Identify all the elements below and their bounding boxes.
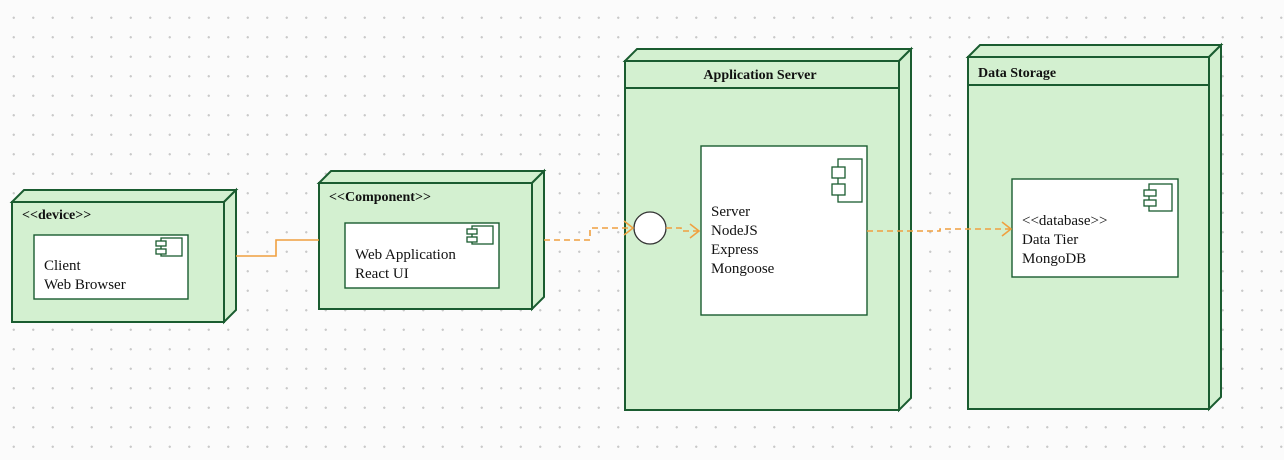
web-app-line-2: React UI	[355, 266, 409, 282]
database-line-3: MongoDB	[1022, 251, 1086, 267]
client-line-2: Web Browser	[44, 277, 126, 293]
application-server-node[interactable]: Application Server Server NodeJS Express…	[622, 46, 914, 413]
server-line-2: NodeJS	[711, 223, 758, 239]
server-component[interactable]: Server NodeJS Express Mongoose	[700, 145, 868, 316]
data-storage-side	[1208, 42, 1222, 412]
server-to-database-connector[interactable]	[867, 221, 1013, 237]
database-line-2: Data Tier	[1022, 232, 1078, 248]
arrow-head	[1001, 221, 1013, 237]
server-line-4: Mongoose	[711, 261, 775, 277]
component-icon	[155, 237, 183, 257]
arrow-head	[689, 223, 701, 239]
device-node-top	[9, 189, 239, 203]
provided-interface[interactable]	[633, 211, 667, 245]
component-icon	[831, 158, 863, 203]
database-line-1: <<database>>	[1022, 213, 1107, 229]
server-line-3: Express	[711, 242, 759, 258]
component-node-top	[316, 170, 547, 184]
client-line-1: Client	[44, 258, 81, 274]
component-to-interface-connector[interactable]	[544, 220, 635, 241]
data-storage-top	[965, 44, 1224, 58]
client-component[interactable]: Client Web Browser	[33, 234, 189, 300]
component-icon	[466, 225, 494, 245]
interface-to-server-connector[interactable]	[666, 223, 701, 239]
arrow-head	[623, 220, 635, 236]
component-icon	[1143, 183, 1173, 212]
component-node-side	[531, 168, 545, 312]
device-node-side	[223, 187, 237, 325]
server-to-database-line	[867, 228, 1011, 232]
device-stereotype: <<device>>	[22, 208, 91, 223]
component-to-interface-line	[544, 227, 633, 241]
database-component[interactable]: <<database>> Data Tier MongoDB	[1011, 178, 1179, 278]
device-node[interactable]: <<device>> Client Web Browser	[9, 187, 239, 325]
application-server-title: Application Server	[703, 68, 816, 83]
data-storage-node[interactable]: Data Storage <<database>> Data Tier Mong…	[965, 42, 1224, 412]
web-app-line-1: Web Application	[355, 247, 456, 263]
web-application-component[interactable]: Web Application React UI	[344, 222, 500, 289]
component-stereotype: <<Component>>	[329, 190, 431, 205]
application-server-top	[622, 48, 914, 62]
device-to-component-connector[interactable]	[236, 239, 319, 257]
application-server-side	[898, 46, 912, 413]
component-node[interactable]: <<Component>> Web Application React UI	[316, 168, 547, 312]
server-line-1: Server	[711, 204, 750, 220]
data-storage-title: Data Storage	[978, 66, 1056, 81]
